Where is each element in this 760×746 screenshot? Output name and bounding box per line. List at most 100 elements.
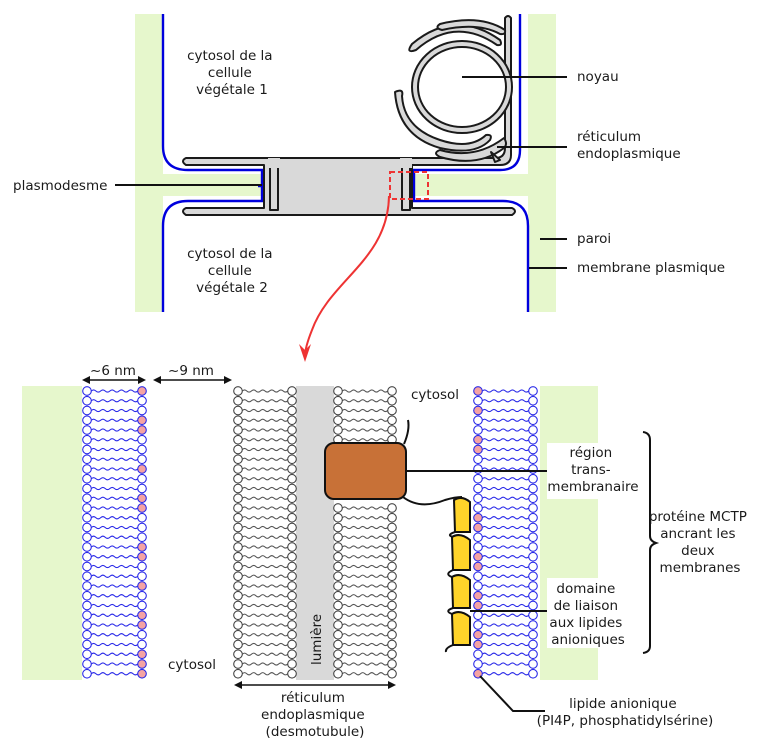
er-membrane-outer-lipid-head — [287, 610, 297, 621]
cell-wall-right — [528, 14, 556, 312]
left-plasma-membrane-lipid-tail — [90, 496, 139, 500]
dimension-9nm: ~9 nm — [153, 363, 232, 384]
right-plasma-membrane-lipid-head — [473, 571, 483, 582]
right-plasma-membrane-lipid-head — [473, 620, 483, 630]
er-membrane-outer-lipid-head — [233, 503, 243, 513]
er-membrane-outer-lipid-head — [287, 512, 297, 523]
er-membrane-outer-lipid-tail — [241, 516, 289, 520]
er-membrane-outer-lipid-tail — [241, 623, 289, 627]
left-plasma-membrane-lipid-tail — [90, 438, 139, 442]
right-plasma-membrane-lipid-head — [528, 454, 538, 465]
left-plasma-membrane-lipid-tail — [90, 399, 139, 403]
left-plasma-membrane-lipid-head — [82, 639, 92, 650]
er-membrane-inner-lipid-head — [387, 551, 397, 562]
mctp-linker — [402, 496, 463, 506]
right-plasma-membrane-lipid-tail — [481, 428, 530, 432]
top-panel: cytosol de la cellule végétale 1 cytosol… — [13, 14, 725, 362]
anionic-lipid-head — [137, 610, 147, 621]
er-membrane-inner-lipid-head — [333, 590, 343, 601]
right-plasma-membrane-lipid-head — [528, 512, 538, 523]
left-plasma-membrane-lipid-head — [82, 629, 92, 640]
right-plasma-membrane-lipid-head — [528, 620, 538, 630]
right-plasma-membrane-lipid-head — [528, 551, 538, 562]
plasma-membrane-cell2-left — [161, 186, 264, 312]
left-plasma-membrane-lipid-head — [137, 512, 147, 523]
right-plasma-membrane-lipid-head — [473, 464, 483, 474]
er-membrane-inner-lipid-head — [333, 542, 343, 552]
right-plasma-membrane-lipid-tail — [481, 418, 530, 422]
right-plasma-membrane-lipid-head — [528, 464, 538, 474]
left-plasma-membrane-lipid-tail — [90, 447, 139, 452]
right-plasma-membrane-lipid-head — [528, 639, 538, 650]
right-plasma-membrane-lipid-tail — [481, 506, 530, 510]
anionic-lipid-head — [473, 405, 483, 416]
er-membrane-outer-lipid-tail — [241, 603, 289, 608]
cytosol-bottom-label: cytosol — [168, 657, 216, 673]
right-plasma-membrane-lipid-tail — [481, 662, 530, 666]
er-membrane-outer-lipid-head — [287, 522, 297, 533]
left-plasma-membrane-lipid-head — [82, 581, 92, 591]
er-membrane-outer-lipid-tail — [241, 642, 289, 647]
er-membrane-outer-lipid-head — [233, 415, 243, 426]
left-plasma-membrane-lipid-tail — [90, 545, 139, 549]
er-membrane-inner-lipid-tail — [341, 555, 389, 559]
left-plasma-membrane-lipid-head — [137, 532, 147, 543]
right-plasma-membrane-lipid-tail — [481, 564, 530, 569]
right-plasma-membrane-lipid-head — [528, 649, 538, 660]
anionic-lipid-head — [473, 444, 483, 455]
er-membrane-inner-lipid-head — [333, 386, 343, 396]
er-membrane-inner-lipid-head — [387, 395, 397, 406]
right-plasma-membrane-lipid-tail — [481, 603, 530, 608]
er-membrane-outer-lipid-tail — [241, 389, 289, 393]
er-membrane-outer-lipid-head — [233, 512, 243, 523]
left-plasma-membrane-lipid-head — [137, 395, 147, 406]
desmotubule-right — [401, 162, 411, 211]
er-membrane-inner-lipid-head — [387, 512, 397, 523]
er-membrane-outer-lipid-tail — [241, 672, 289, 676]
left-plasma-membrane-lipid-head — [82, 473, 92, 484]
right-plasma-membrane-lipid-head — [528, 532, 538, 543]
er-membrane-inner-lipid-head — [387, 600, 397, 611]
right-plasma-membrane-lipid-head — [528, 590, 538, 601]
er-membrane-outer-lipid-head — [287, 659, 297, 669]
plasmodesme-label: plasmodesme — [13, 178, 107, 194]
er-cisterna-2 — [436, 19, 507, 36]
er-membrane-inner-lipid-head — [387, 425, 397, 435]
anionic-lipid-head — [473, 551, 483, 562]
er-membrane-outer-lipid-head — [233, 561, 243, 572]
right-plasma-membrane-lipid-tail — [481, 594, 530, 598]
right-plasma-membrane-lipid-head — [473, 581, 483, 591]
anionic-lipid-head — [473, 600, 483, 611]
er-membrane-inner-lipid-head — [387, 532, 397, 543]
er-membrane-outer-lipid-head — [287, 464, 297, 474]
left-plasma-membrane-lipid-head — [137, 639, 147, 650]
left-plasma-membrane-lipid-tail — [90, 428, 139, 432]
anionic-lipid-head — [137, 503, 147, 513]
left-plasma-membrane-lipid-tail — [90, 672, 139, 676]
er-membrane-outer-lipid-tail — [241, 662, 289, 666]
anionic-lipid-head — [473, 590, 483, 601]
er-membrane-outer-lipid-head — [233, 454, 243, 465]
right-plasma-membrane-lipid-head — [528, 581, 538, 591]
er-membrane-outer-lipid-tail — [241, 545, 289, 549]
er-membrane-outer-lipid-head — [233, 522, 243, 533]
right-plasma-membrane-lipid-tail — [481, 535, 530, 539]
er-membrane-outer-lipid-head — [287, 620, 297, 630]
er-membrane-inner-lipid-head — [387, 571, 397, 582]
membrane-plasmique-label: membrane plasmique — [577, 260, 725, 276]
right-plasma-membrane-lipid-tail — [481, 457, 530, 461]
left-plasma-membrane-lipid-head — [82, 542, 92, 552]
cytosol-top-label: cytosol — [411, 387, 459, 403]
er-membrane-outer-lipid-head — [233, 600, 243, 611]
binding-domain-label: domaine de liaison aux lipides anionique… — [549, 581, 626, 648]
er-membrane-outer-lipid-tail — [241, 613, 289, 617]
right-plasma-membrane-lipid-head — [473, 473, 483, 484]
left-plasma-membrane-lipid-head — [82, 600, 92, 611]
er-membrane-outer-lipid-head — [233, 639, 243, 650]
plasma-membrane-cell2-right — [412, 198, 530, 312]
left-plasma-membrane-lipid-tail — [90, 457, 139, 461]
er-membrane-inner-lipid-head — [333, 415, 343, 426]
c2-domain-2 — [450, 534, 471, 571]
er-membrane-outer-lipid-head — [233, 668, 243, 679]
